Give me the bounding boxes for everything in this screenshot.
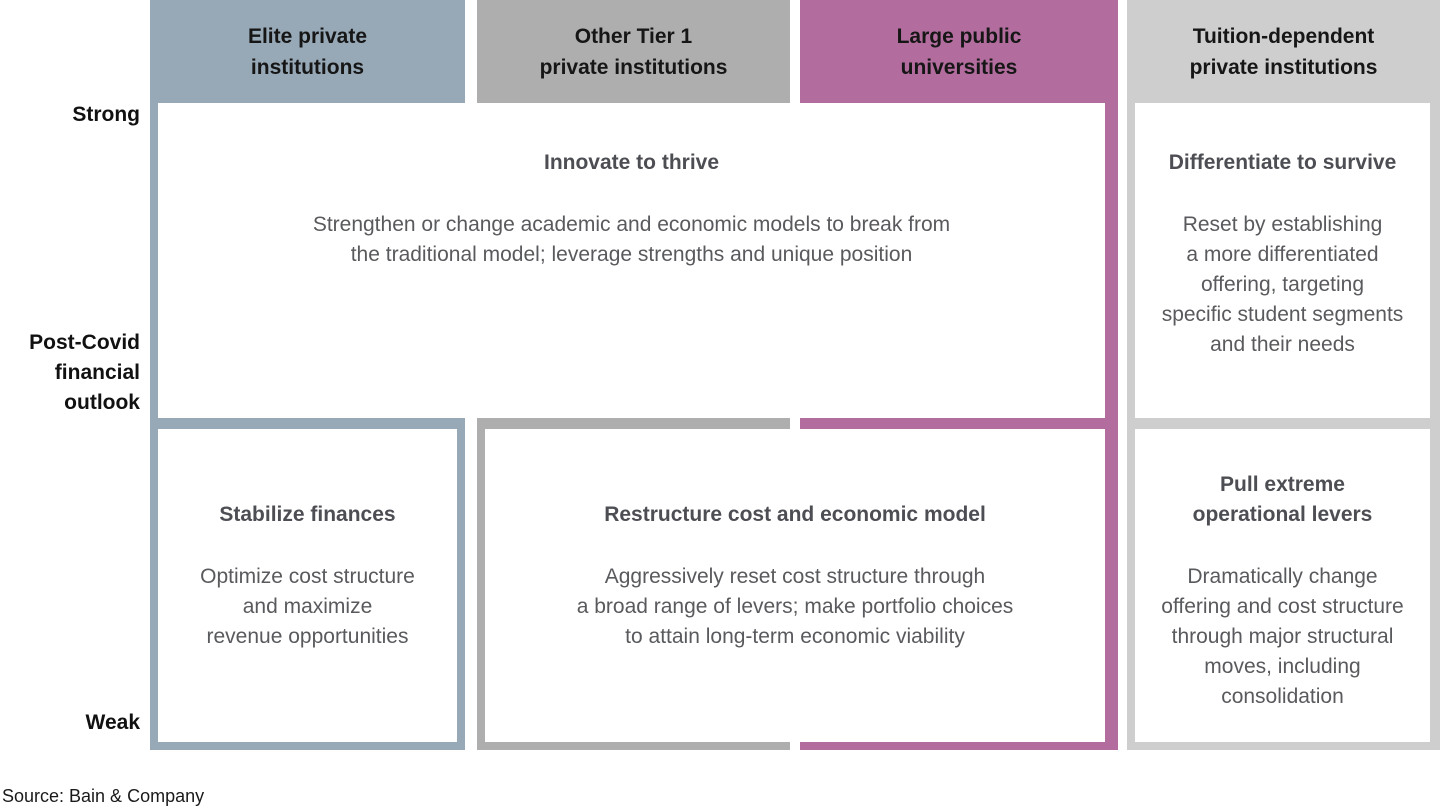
cell-innovate-to-thrive: Innovate to thrive Strengthen or change … [158,103,1105,418]
column-header-large-public: Large public universities [800,0,1118,103]
column-header-label: Other Tier 1 private institutions [539,24,728,79]
cell-pull-extreme-levers: Pull extreme operational levers Dramatic… [1135,429,1430,742]
cell-body: Strengthen or change academic and econom… [312,213,951,266]
cell-body: Dramatically change offering and cost st… [1161,565,1404,708]
cell-title: Stabilize finances [219,503,396,526]
cell-title: Restructure cost and economic model [604,503,986,526]
cell-restructure-cost-model: Restructure cost and economic model Aggr… [485,429,1105,742]
column-header-label: Elite private institutions [247,24,368,79]
axis-label-strong: Strong [72,103,140,126]
axis-label-weak: Weak [85,711,140,734]
cell-stabilize-finances: Stabilize finances Optimize cost structu… [158,429,457,742]
cell-body: Reset by establishing a more differentia… [1161,213,1404,356]
cell-title: Innovate to thrive [543,151,720,174]
column-header-tuition-dependent: Tuition-dependent private institutions [1127,0,1440,103]
cell-body: Optimize cost structure and maximize rev… [200,565,415,648]
column-header-label: Large public universities [896,24,1022,79]
cell-title: Differentiate to survive [1168,151,1397,174]
axis-title-post-covid-financial-outlook: Post-Covid financial outlook [29,331,140,414]
cell-title: Pull extreme operational levers [1192,473,1373,526]
cell-differentiate-to-survive: Differentiate to survive Reset by establ… [1135,103,1430,418]
cell-body: Aggressively reset cost structure throug… [576,565,1014,648]
column-header-label: Tuition-dependent private institutions [1189,24,1378,79]
column-header-elite-private: Elite private institutions [150,0,465,103]
column-header-other-tier1-private: Other Tier 1 private institutions [477,0,790,103]
source-note: Source: Bain & Company [2,786,205,806]
